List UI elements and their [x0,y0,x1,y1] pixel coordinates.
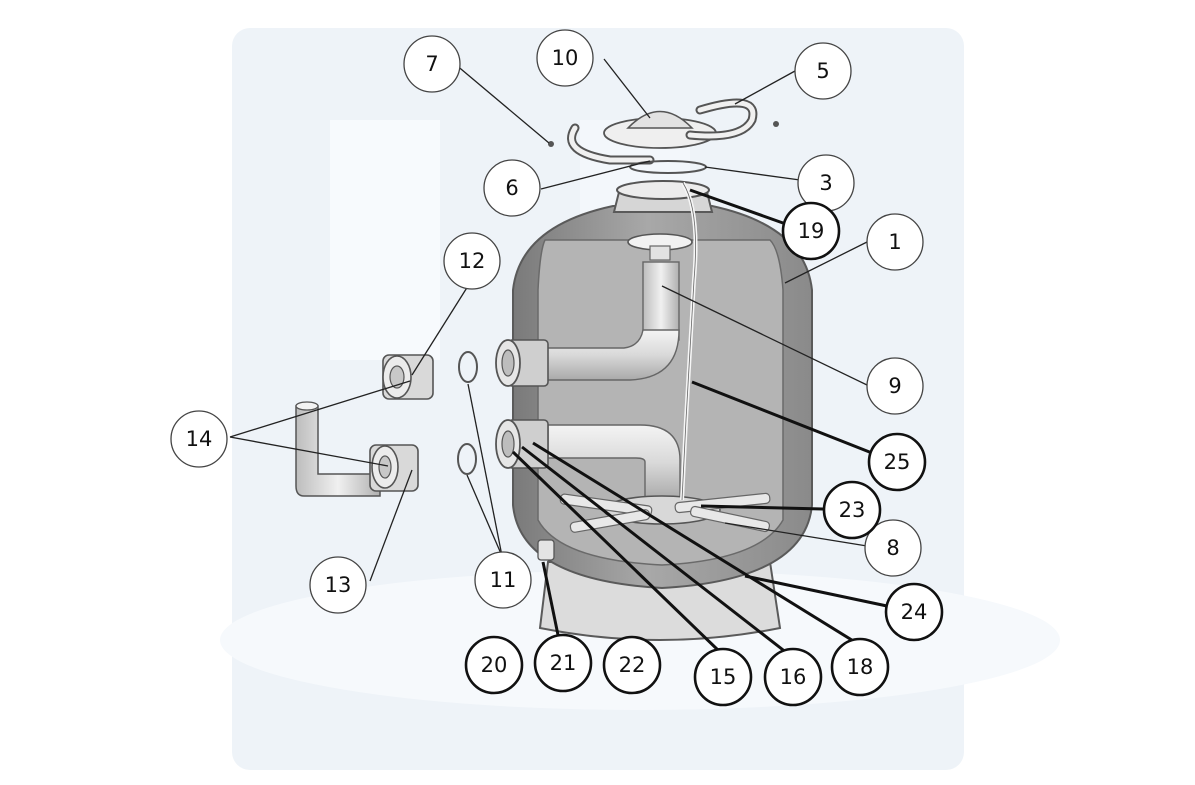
callout-label: 14 [186,427,213,451]
callout-16: 16 [763,647,823,707]
callout-label: 23 [839,498,866,522]
upper-port [495,339,549,387]
callout-20: 20 [464,635,524,695]
gasket-upper [458,351,478,383]
elbow-connector [295,401,419,497]
callout-14: 14 [170,410,228,468]
callout-8: 8 [864,519,922,577]
callout-21: 21 [533,633,593,693]
callout-label: 5 [816,59,829,83]
callout-5: 5 [794,42,852,100]
callout-18: 18 [830,637,890,697]
drain-plug [537,539,555,561]
callout-label: 1 [888,230,901,254]
callout-22: 22 [602,635,662,695]
screw-left [548,141,554,147]
callout-label: 3 [819,171,832,195]
callout-10: 10 [536,29,594,87]
callout-11: 11 [474,551,532,609]
callout-label: 11 [490,568,517,592]
callout-12: 12 [443,232,501,290]
lid-dome [626,110,694,129]
callout-label: 25 [884,450,911,474]
lid-assembly [548,98,779,174]
callout-label: 7 [425,52,438,76]
callout-label: 13 [325,573,352,597]
callout-label: 20 [481,653,508,677]
screw-right [773,121,779,127]
callout-label: 22 [619,653,646,677]
callout-label: 21 [550,651,577,675]
callout-19: 19 [781,201,841,261]
callout-label: 6 [505,176,518,200]
callout-6: 6 [483,159,541,217]
lateral-collector [559,492,771,533]
callout-15: 15 [693,647,753,707]
callout-label: 8 [886,536,899,560]
callout-13: 13 [309,556,367,614]
leader-lines [229,58,888,655]
gasket-lower [457,443,477,475]
filter-tank-group [495,180,813,641]
external-fittings [295,351,478,497]
callout-23: 23 [822,480,882,540]
callout-1: 1 [866,213,924,271]
union-upper [382,354,434,400]
callout-label: 19 [798,219,825,243]
callout-24: 24 [884,582,944,642]
callout-7: 7 [403,35,461,93]
callout-label: 12 [459,249,486,273]
callout-label: 24 [901,600,928,624]
internal-pipe-upper [642,261,680,341]
callout-label: 10 [552,46,579,70]
callout-label: 16 [780,665,807,689]
callout-9: 9 [866,357,924,415]
tank-neck-rim [616,180,710,200]
callout-label: 15 [710,665,737,689]
callout-25: 25 [867,432,927,492]
callout-label: 9 [888,374,901,398]
callout-label: 18 [847,655,874,679]
